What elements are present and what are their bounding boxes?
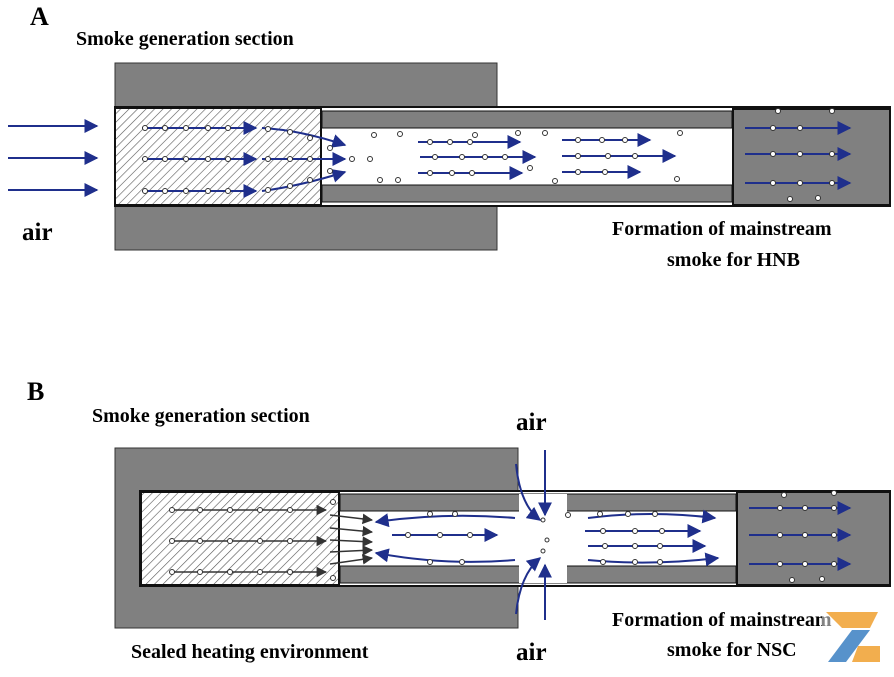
panel-b-air-bottom: air xyxy=(516,639,547,666)
heater-bottom-block xyxy=(114,205,498,251)
panel-b-letter: B xyxy=(27,377,44,406)
panel-b-formation-line1: Formation of mainstream xyxy=(612,609,832,631)
air-inlet-gap xyxy=(519,494,567,583)
tobacco-section xyxy=(114,107,322,206)
heater-top-block xyxy=(114,62,498,108)
panel-b-section-label: Smoke generation section xyxy=(92,405,310,427)
tobacco-section-b xyxy=(140,491,340,586)
particle-icon xyxy=(142,108,835,202)
panel-a-air-label: air xyxy=(22,219,53,246)
filter-section xyxy=(732,108,891,206)
filter-section-b xyxy=(736,491,891,586)
watermark-logo-icon xyxy=(822,610,880,662)
panel-a: A Smoke generation section air xyxy=(8,2,891,271)
panel-a-formation-line1: Formation of mainstream xyxy=(612,218,832,240)
channel-bottom-wall xyxy=(321,184,733,203)
tobacco-flow-arrows xyxy=(170,504,374,578)
panel-a-letter: A xyxy=(30,2,49,31)
panel-b: B Smoke generation section xyxy=(27,377,891,666)
panel-b-formation-line2: smoke for NSC xyxy=(667,639,797,661)
panel-b-air-top: air xyxy=(516,409,547,436)
panel-b-sealed-label: Sealed heating environment xyxy=(131,641,369,663)
air-inflow-arrows xyxy=(8,119,99,197)
channel-top-wall xyxy=(321,110,733,129)
particle-icon xyxy=(169,490,837,583)
panel-a-formation-line2: smoke for HNB xyxy=(667,249,800,271)
panel-a-section-label: Smoke generation section xyxy=(76,28,294,50)
